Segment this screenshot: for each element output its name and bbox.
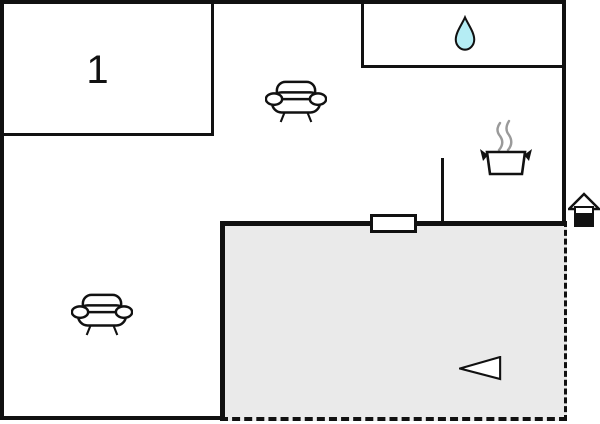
steam-icon <box>496 119 513 152</box>
bathroom-outline <box>361 0 566 68</box>
sofa-icon-bottom <box>71 292 133 336</box>
sofa-icon-top <box>265 79 327 123</box>
kitchen-divider-wall <box>441 158 444 226</box>
window-marker <box>370 214 417 233</box>
wall-bottom <box>0 416 224 420</box>
terrace-area <box>220 221 567 421</box>
terrace-arrow-icon <box>459 356 503 381</box>
room-1-label: 1 <box>86 48 109 92</box>
wall-left <box>0 0 4 420</box>
cooking-pot-icon <box>480 118 532 180</box>
wall-right <box>562 0 566 226</box>
water-drop-icon <box>453 15 477 53</box>
entrance-house-icon <box>568 192 600 228</box>
water-drop-shape <box>454 15 476 51</box>
wall-top <box>0 0 566 4</box>
room-1-outline <box>0 0 214 136</box>
